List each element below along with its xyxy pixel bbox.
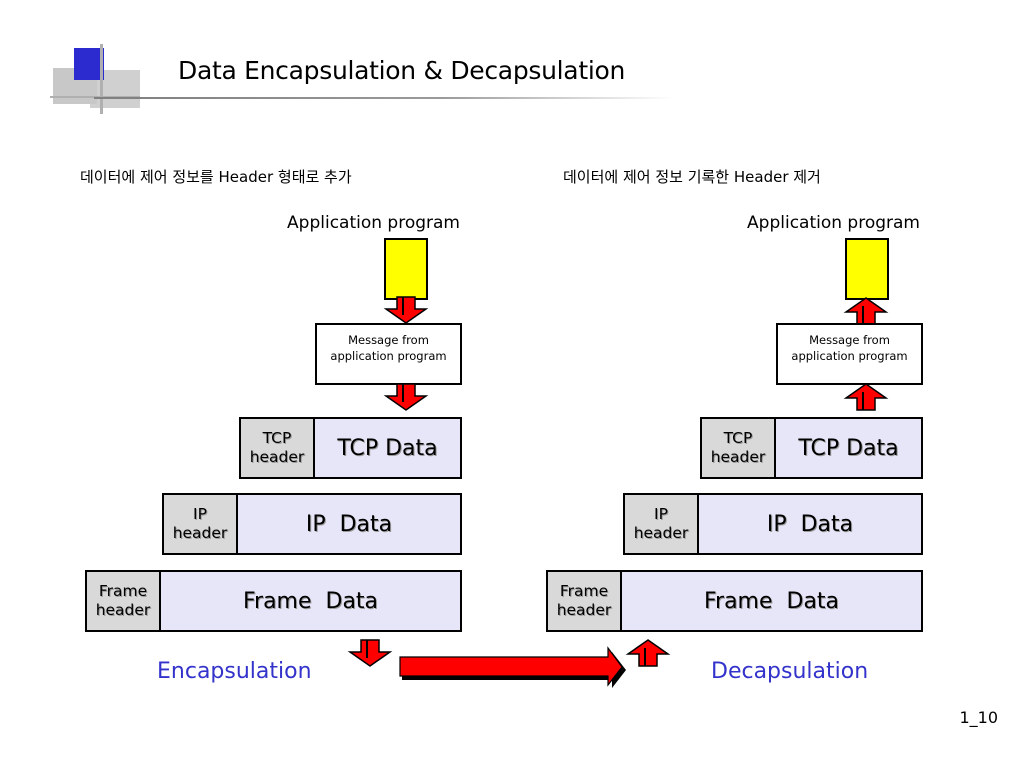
up-arrow-icon (843, 297, 889, 325)
decapsulation-caption: 데이터에 제어 정보 기록한 Header 제거 (563, 168, 821, 186)
up-arrow-icon (625, 639, 671, 667)
down-arrow-icon (383, 296, 429, 324)
decapsulation-tcp-data: TCP Data (774, 417, 923, 479)
frame-header-line-2: header (95, 601, 151, 619)
decapsulation-frame-data: Frame Data (620, 570, 923, 632)
decapsulation-application-box (845, 238, 889, 300)
encapsulation-frame-data: Frame Data (159, 570, 462, 632)
frame-header-line-1: Frame (559, 582, 609, 600)
tcp-header-line-2: header (710, 448, 766, 466)
slide-corner-logo (50, 44, 140, 114)
encapsulation-message-box: Message from application program (315, 323, 462, 385)
tcp-header-line-1: TCP (723, 429, 753, 447)
ip-header-line-2: header (633, 524, 689, 542)
decapsulation-ip-data: IP Data (697, 493, 923, 555)
frame-header-line-2: header (556, 601, 612, 619)
right-arrow-icon (399, 646, 626, 688)
title-underline (94, 97, 674, 99)
encapsulation-tcp-data: TCP Data (313, 417, 462, 479)
frame-header-line-1: Frame (98, 582, 148, 600)
message-line-1: Message from (348, 333, 429, 347)
decapsulation-app-label: Application program (747, 213, 920, 233)
ip-header-line-1: IP (654, 505, 668, 523)
message-line-2: application program (791, 349, 908, 363)
ip-header-line-2: header (172, 524, 228, 542)
encapsulation-caption: 데이터에 제어 정보를 Header 형태로 추가 (80, 168, 352, 186)
tcp-header-line-1: TCP (262, 429, 292, 447)
tcp-header-line-2: header (249, 448, 305, 466)
slide-title: Data Encapsulation & Decapsulation (178, 56, 626, 85)
page-number: 1_10 (959, 708, 998, 727)
encapsulation-app-label: Application program (287, 213, 460, 233)
down-arrow-icon (383, 383, 429, 411)
message-line-2: application program (330, 349, 447, 363)
up-arrow-icon (843, 383, 889, 411)
decapsulation-message-box: Message from application program (776, 323, 923, 385)
ip-header-line-1: IP (193, 505, 207, 523)
decapsulation-label: Decapsulation (711, 659, 869, 684)
message-line-1: Message from (809, 333, 890, 347)
encapsulation-label: Encapsulation (157, 659, 312, 684)
encapsulation-application-box (384, 238, 428, 300)
encapsulation-ip-data: IP Data (236, 493, 462, 555)
down-arrow-icon (347, 639, 393, 667)
